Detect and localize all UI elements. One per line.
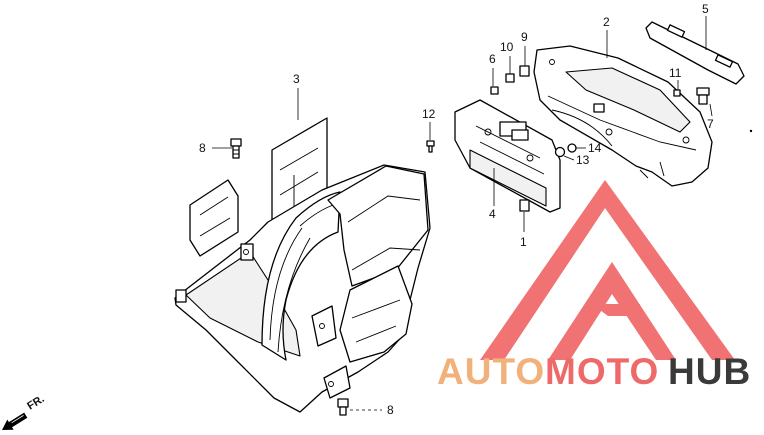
callout-8-lower: 8 [387, 403, 394, 417]
part-4-bracket [454, 99, 561, 213]
watermark-auto: AUTO [437, 351, 545, 392]
callout-6: 6 [489, 52, 496, 66]
watermark-text: AUTO MOTO HUB [437, 351, 751, 392]
part-10-clip [505, 73, 515, 83]
callout-10: 10 [500, 40, 514, 54]
callout-1: 1 [520, 235, 527, 249]
watermark-moto: MOTO [545, 351, 659, 392]
registration-dot [749, 129, 753, 133]
callout-9: 9 [521, 30, 528, 44]
part-8-bolt-lower [337, 398, 349, 416]
part-7-grommet [696, 87, 710, 105]
callout-2: 2 [603, 15, 610, 29]
direction-label: FR. [25, 393, 46, 413]
callout-13: 13 [576, 153, 590, 167]
part-5-plate-stay [645, 21, 745, 85]
part-2-cover [533, 45, 713, 187]
part-3-inner-box [174, 117, 431, 413]
callout-11: 11 [669, 66, 682, 80]
watermark-logo [480, 180, 735, 360]
part-12-bolt [426, 140, 435, 153]
leader-lines [212, 16, 713, 411]
callout-7: 7 [707, 117, 714, 131]
part-14-nut [567, 143, 577, 153]
part-8-bolt-upper [230, 138, 242, 159]
callout-12: 12 [422, 107, 436, 121]
callout-labels: 3 8 8 12 6 10 9 2 5 11 7 14 13 4 1 [199, 2, 714, 417]
part-6-nut [490, 86, 499, 95]
fr-arrow-icon [2, 412, 28, 430]
callout-8-upper: 8 [199, 141, 206, 155]
callout-5: 5 [702, 2, 709, 16]
part-9-clip [519, 65, 530, 77]
callout-4: 4 [489, 207, 496, 221]
watermark-hub: HUB [668, 351, 751, 392]
part-13-washer [554, 146, 566, 158]
callout-3: 3 [293, 72, 300, 86]
part-11-bolt [673, 89, 681, 97]
callout-14: 14 [588, 141, 602, 155]
